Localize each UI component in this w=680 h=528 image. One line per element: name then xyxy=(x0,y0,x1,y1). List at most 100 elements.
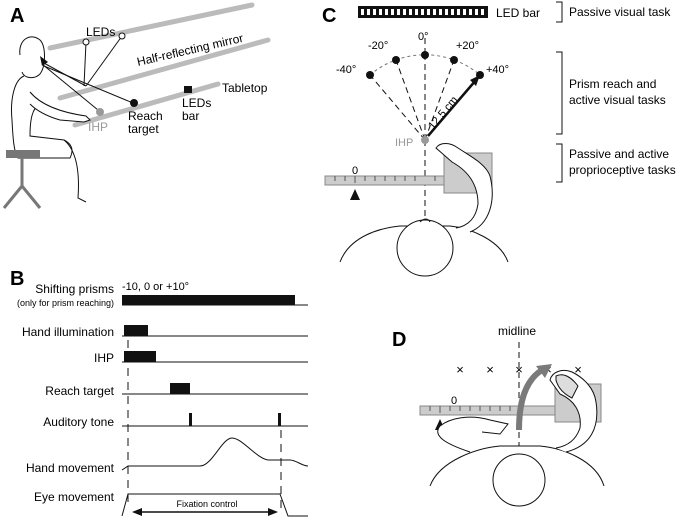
person-arm xyxy=(29,91,91,123)
tone-1 xyxy=(189,413,192,426)
movement-arrowhead xyxy=(536,364,552,378)
angle-plus-40: +40° xyxy=(486,64,509,76)
head-d xyxy=(492,453,546,507)
row-label-ihp: IHP xyxy=(94,351,114,365)
panel-c-letter: C xyxy=(322,5,336,27)
ruler-c-zero: 0 xyxy=(352,165,358,177)
panel-d-letter: D xyxy=(392,329,406,351)
led-2 xyxy=(118,32,126,40)
cross-2: × xyxy=(486,362,494,377)
stool-leg-right xyxy=(20,185,42,209)
row-label-eye-movement: Eye movement xyxy=(34,490,115,504)
angle-minus-40: -40° xyxy=(336,64,356,76)
target-plus-40 xyxy=(476,71,484,79)
row-label-shifting-prisms: Shifting prisms xyxy=(35,282,114,296)
target-arc xyxy=(369,54,481,76)
led-stick-1 xyxy=(83,41,87,87)
ray-minus-40 xyxy=(369,74,426,141)
reach-target-label-1: Reach xyxy=(128,109,163,123)
task-prism-reach-2: active visual tasks xyxy=(569,93,666,107)
fixation-arrowhead-left xyxy=(132,508,142,516)
movement-arrow xyxy=(516,367,544,431)
prism-values-label: -10, 0 or +10° xyxy=(122,281,189,293)
cross-3: × xyxy=(515,362,523,377)
leds-label: LEDs xyxy=(86,25,115,39)
row-label-hand-movement: Hand movement xyxy=(26,461,115,475)
tabletop-label: Tabletop xyxy=(222,81,268,95)
row-label-hand-illumination: Hand illumination xyxy=(22,325,114,339)
block-hand-illumination xyxy=(124,325,148,336)
person-eye xyxy=(40,56,48,66)
head-c xyxy=(396,219,454,277)
ray-minus-20 xyxy=(395,59,426,141)
panel-a-letter: A xyxy=(10,5,24,27)
row-label-reach-target: Reach target xyxy=(45,384,114,398)
reach-target-dot-a xyxy=(130,99,138,107)
person-leg xyxy=(63,139,87,203)
led-bar-label: LED bar xyxy=(496,6,540,20)
stool-leg-left xyxy=(2,185,24,209)
reach-target-label-2: target xyxy=(128,122,159,136)
left-arm-d xyxy=(437,416,509,453)
nose-c xyxy=(419,218,431,223)
sight-line-2 xyxy=(41,63,99,111)
panel-d: D midline × × × × × 0 xyxy=(392,324,605,507)
trace-eye-movement xyxy=(121,493,308,517)
stool-seat xyxy=(6,150,40,158)
led-stick-2 xyxy=(85,35,123,87)
leds-bar-block xyxy=(184,86,192,93)
row-label-prism-note: (only for prism reaching) xyxy=(17,298,114,308)
cross-1: × xyxy=(456,362,464,377)
leds-bar-label-2: bar xyxy=(182,109,199,123)
led-bar-cells xyxy=(361,9,484,15)
task-proprioceptive-1: Passive and active xyxy=(569,147,669,161)
target-zero xyxy=(421,51,429,59)
block-reach-target xyxy=(170,383,190,394)
ray-plus-20 xyxy=(424,59,455,141)
task-prism-reach-1: Prism reach and xyxy=(569,77,656,91)
target-minus-20 xyxy=(392,56,400,64)
ihp-dot-a xyxy=(96,108,104,116)
target-minus-40 xyxy=(366,71,374,79)
panel-b-letter: B xyxy=(10,268,24,290)
distance-label: 12.5 cm xyxy=(426,94,460,132)
ruler-d xyxy=(419,405,571,416)
angle-plus-20: +20° xyxy=(456,40,479,52)
ruler-d-ticks xyxy=(429,406,511,413)
sight-line-3 xyxy=(43,65,134,104)
ihp-label-c: IHP xyxy=(395,137,413,149)
person-body xyxy=(11,75,73,159)
person-head xyxy=(19,36,45,79)
ruler-d-zero: 0 xyxy=(451,395,457,407)
fixation-label: Fixation control xyxy=(176,499,237,509)
panel-b: B Shifting prisms (only for prism reachi… xyxy=(10,268,309,517)
panel-a: A LEDs Half-reflecting mirror Tabletop xyxy=(2,2,271,209)
angle-zero: 0° xyxy=(418,31,429,43)
trace-hand-movement xyxy=(121,437,309,471)
led-1 xyxy=(82,38,90,46)
hatched-hand xyxy=(555,374,579,399)
fixation-arrowhead-right xyxy=(268,508,278,516)
reach-arrow xyxy=(427,79,477,137)
panel-c: C LED bar -40° xyxy=(322,1,676,277)
row-label-auditory-tone: Auditory tone xyxy=(43,415,114,429)
tabletop-bar xyxy=(72,81,221,128)
ruler-c-ticks xyxy=(334,176,436,183)
arm-c xyxy=(435,143,493,233)
ruler-c-pointer xyxy=(350,189,360,200)
cross-5: × xyxy=(574,362,582,377)
target-plus-20 xyxy=(450,56,458,64)
block-ihp xyxy=(124,351,156,362)
leds-bar-label-1: LEDs xyxy=(182,96,211,110)
task-brackets xyxy=(556,1,563,183)
tone-2 xyxy=(278,413,281,426)
angle-minus-20: -20° xyxy=(368,40,388,52)
block-prisms xyxy=(122,295,295,305)
ihp-label-a: IHP xyxy=(88,120,108,134)
task-passive-visual: Passive visual task xyxy=(569,5,671,19)
midline-label: midline xyxy=(498,324,536,338)
task-proprioceptive-2: proprioceptive tasks xyxy=(569,163,676,177)
mirror-bar xyxy=(57,37,271,101)
ihp-dot-c xyxy=(421,136,429,144)
